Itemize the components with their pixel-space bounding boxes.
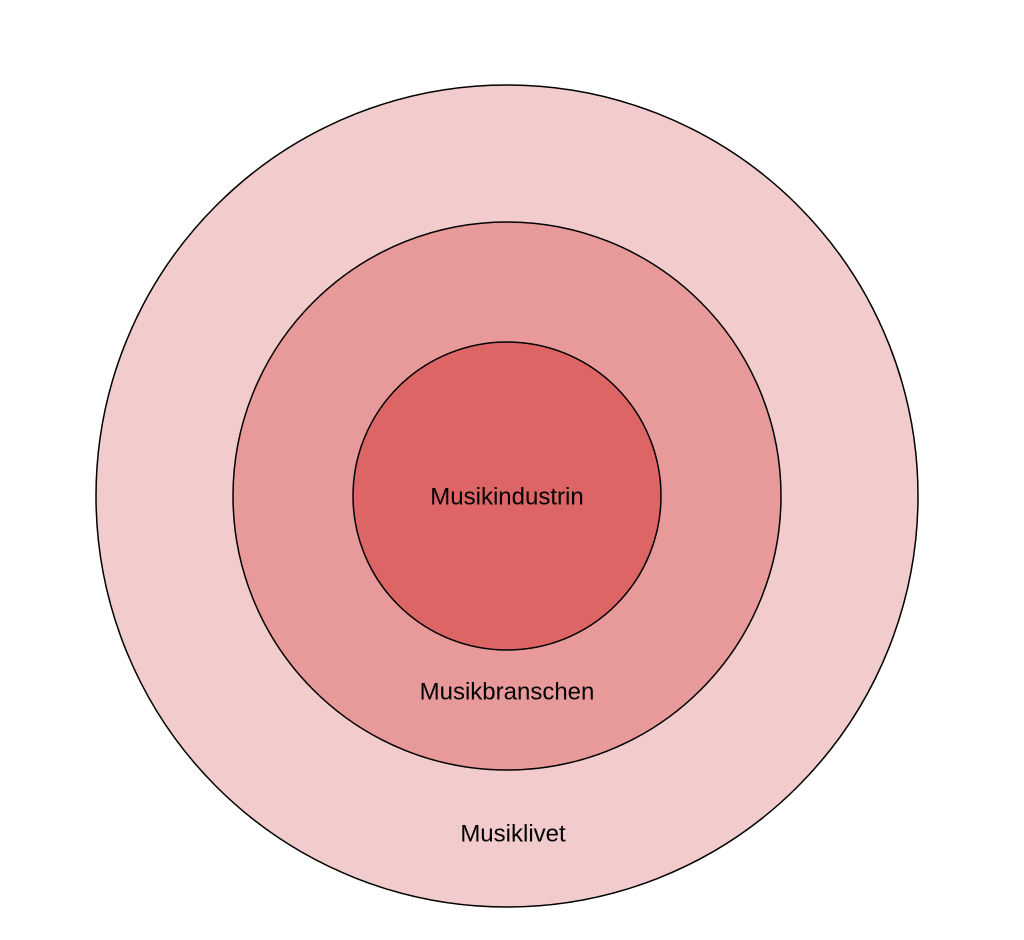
label-musiklivet: Musiklivet xyxy=(460,820,566,847)
inner-circle-musikindustrin xyxy=(352,341,662,651)
label-musikbranschen: Musikbranschen xyxy=(420,678,595,705)
label-musikindustrin: Musikindustrin xyxy=(430,483,583,510)
